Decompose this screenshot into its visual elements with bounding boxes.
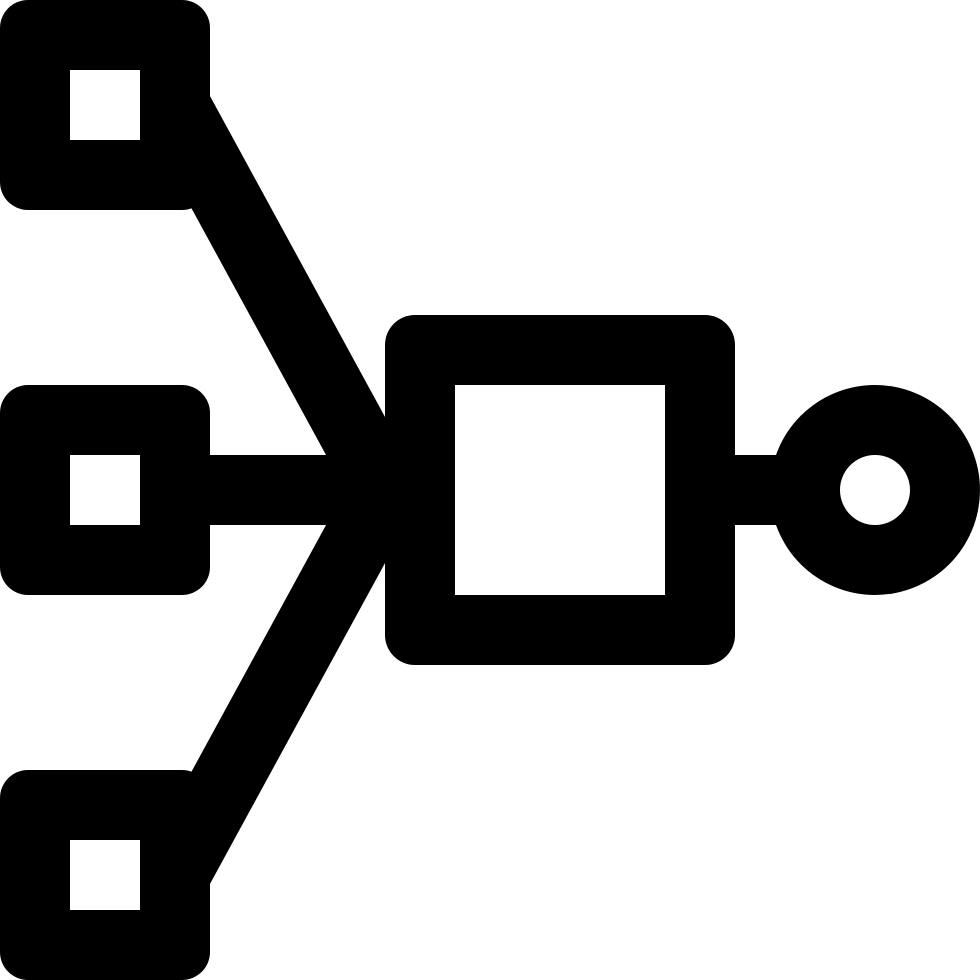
node-middle-hole	[70, 455, 140, 525]
terminal-circle-hole	[840, 455, 910, 525]
node-bottom-hole	[70, 840, 140, 910]
node-top-hole	[70, 70, 140, 140]
central-box-hole	[455, 385, 665, 595]
